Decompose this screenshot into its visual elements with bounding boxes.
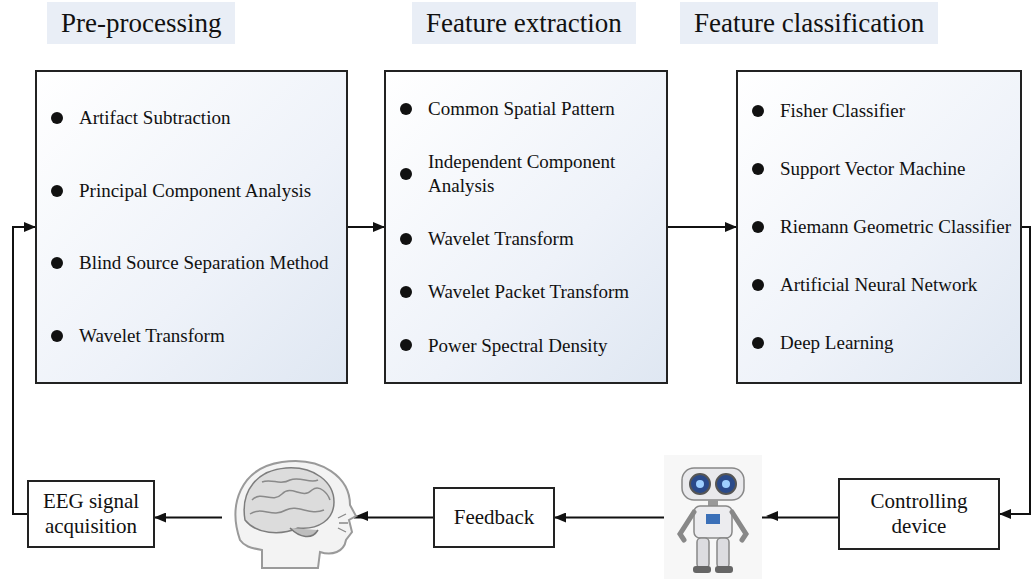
method-item: Artificial Neural Network bbox=[750, 273, 1012, 297]
method-item: Support Vector Machine bbox=[750, 157, 1012, 181]
box-label: EEG signal acquisition bbox=[37, 489, 145, 539]
method-item: Riemann Geometric Classifier bbox=[750, 215, 1012, 239]
method-item: Wavelet Transform bbox=[49, 324, 338, 348]
method-item: Power Spectral Density bbox=[398, 334, 658, 358]
flow-arrow bbox=[668, 226, 736, 228]
stage-heading: Pre-processing bbox=[47, 2, 235, 44]
process-box: Feedback bbox=[433, 487, 555, 548]
box-label: Controlling device bbox=[848, 489, 990, 539]
method-item: Wavelet Packet Transform bbox=[398, 280, 658, 304]
method-item: Independent Component Analysis bbox=[398, 150, 658, 198]
stage-box: Feature classificationFisher ClassifierS… bbox=[736, 70, 1022, 384]
stage-heading: Feature classification bbox=[680, 2, 938, 44]
method-item: Blind Source Separation Method bbox=[49, 251, 338, 275]
box-label: Feedback bbox=[454, 505, 534, 530]
arrow-head bbox=[766, 511, 778, 521]
stage-box: Feature extractionCommon Spatial Pattern… bbox=[384, 70, 668, 384]
method-item: Fisher Classifier bbox=[750, 99, 1012, 123]
method-item: Principal Component Analysis bbox=[49, 179, 338, 203]
method-item: Common Spatial Pattern bbox=[398, 97, 658, 121]
process-box: EEG signal acquisition bbox=[27, 480, 155, 548]
brain-illustration bbox=[222, 452, 356, 572]
stage-box: Pre-processingArtifact SubtractionPrinci… bbox=[35, 70, 348, 384]
robot-illustration bbox=[664, 455, 762, 579]
arrow-head bbox=[356, 511, 368, 521]
stage-heading: Feature extraction bbox=[412, 2, 636, 44]
flow-arrow bbox=[13, 227, 35, 514]
process-box: Controlling device bbox=[838, 478, 1000, 550]
flow-arrow bbox=[348, 226, 384, 228]
method-item: Artifact Subtraction bbox=[49, 106, 338, 130]
method-item: Deep Learning bbox=[750, 331, 1012, 355]
method-item: Wavelet Transform bbox=[398, 227, 658, 251]
